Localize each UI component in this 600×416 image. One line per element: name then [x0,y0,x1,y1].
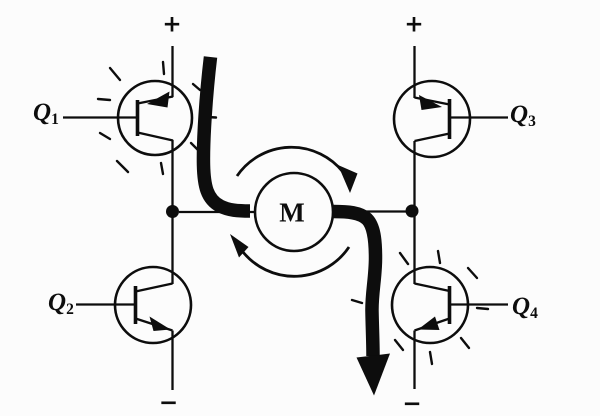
rotation-arrow-top-icon [235,145,358,193]
right-supply-negative-label: − [402,391,421,416]
q4-label: Q4 [512,293,538,322]
shine-dash [436,249,442,265]
rotation-direction-arrows [230,145,358,278]
left-junction-node [166,205,179,218]
current-flow-right-segment [332,204,383,357]
transistor-q4-symbol: Q4 [350,249,538,366]
q3-pnp-arrow-icon [419,95,442,110]
shine-dash [428,350,434,366]
current-flow-arrowhead-icon [356,353,390,396]
q3-circle [392,79,472,159]
shine-dash [161,60,166,76]
left-supply-positive-label: + [162,12,181,38]
q3-label: Q3 [510,101,536,130]
right-half-bridge: + − Q3 [350,12,538,416]
transistor-q3-symbol: Q3 [392,79,536,159]
shine-dash [98,131,112,141]
q4-circle [390,265,470,345]
rotation-arrowhead-top [338,165,358,193]
q1-circle [116,79,194,157]
q2-label: Q2 [48,289,74,318]
rotation-arrow-bottom-icon [230,234,351,278]
rotation-arrowhead-bottom [230,234,249,258]
rotation-arc-top [235,145,345,177]
shine-dash [96,97,112,102]
shine-dash [159,161,165,176]
transistor-q2-symbol: Q2 [48,265,193,345]
left-supply-negative-label: − [159,390,178,416]
shine-dash [475,306,490,311]
current-flow-path-icon [196,56,390,396]
q4-collector-lead [414,282,450,293]
motor-label: M [279,198,304,228]
transistor-q1-symbol: Q1 [33,60,218,176]
shine-dash [350,298,364,305]
q1-collector-lead [137,131,174,142]
q2-npn-arrow-icon [149,316,171,331]
shine-dash [459,336,471,350]
q1-pnp-arrow-icon [147,91,170,108]
shine-dash [115,159,130,174]
shine-dash [108,66,122,82]
q4-highlight-shine-icon [350,249,490,366]
q4-npn-arrow-icon [418,316,440,330]
q1-highlight-shine-icon [96,60,218,176]
q2-circle [113,265,193,345]
current-flow-left-segment [196,56,251,218]
shine-dash [393,338,405,352]
q3-collector-lead [414,132,450,143]
left-half-bridge: + − Q1 [33,12,218,416]
shine-dash [398,251,410,266]
right-supply-positive-label: + [404,12,423,38]
rotation-arc-bottom [241,246,351,278]
q2-collector-lead [135,282,173,293]
q1-label: Q1 [33,99,59,128]
shine-dash [191,82,202,92]
shine-dash [466,266,479,280]
